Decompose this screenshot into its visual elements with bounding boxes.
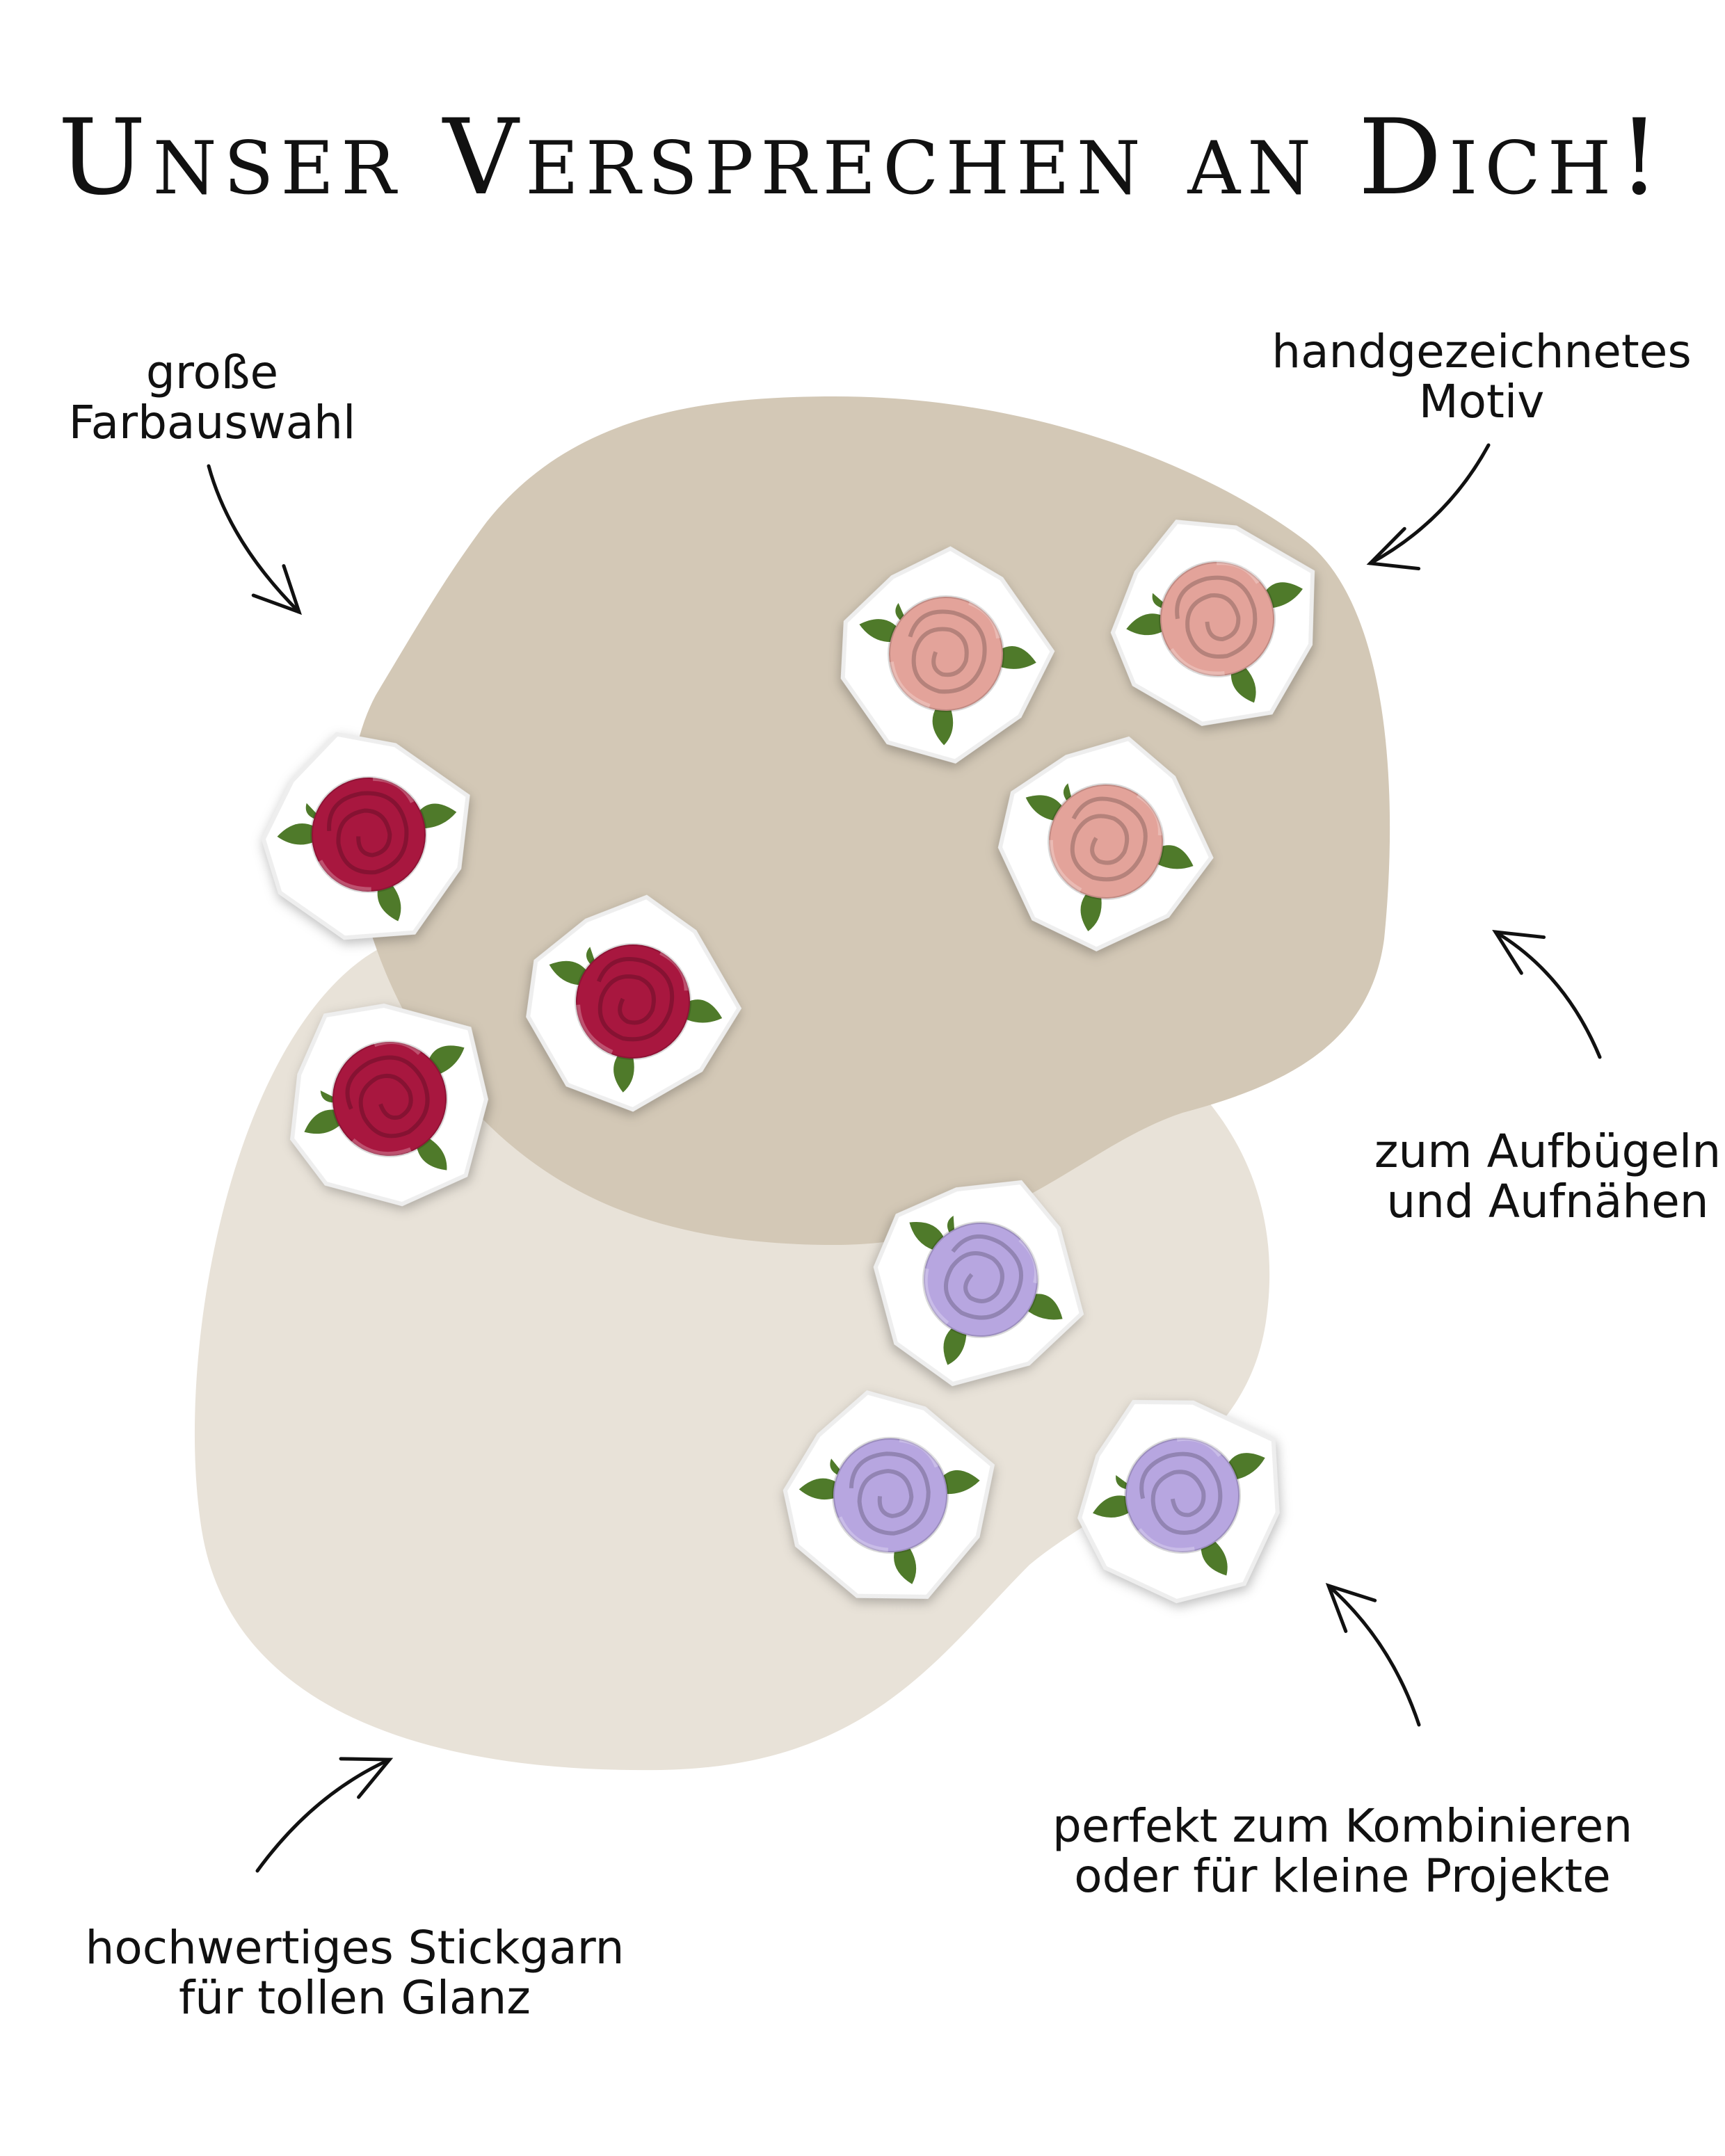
rose-patch — [783, 1390, 995, 1599]
rose-patch — [997, 736, 1214, 951]
rose-patch — [526, 894, 742, 1112]
feature-line: und Aufnähen — [1386, 1175, 1709, 1228]
arrowhead-icon — [339, 1757, 394, 1799]
feature-color-choice: große Farbauswahl — [69, 348, 356, 448]
feature-line: Farbauswahl — [68, 396, 356, 449]
arrow-line — [207, 464, 301, 614]
arrowhead-icon — [1366, 526, 1421, 571]
feature-quality-thread: hochwertiges Stickgarn für tollen Glanz — [86, 1923, 625, 2023]
page-title: Unser Versprechen an Dich! — [58, 97, 1667, 218]
dark-background-blob — [350, 396, 1390, 1245]
rose-patch — [289, 1004, 489, 1207]
feature-line: Motiv — [1418, 375, 1545, 428]
arrowhead-icon — [251, 564, 303, 616]
arrows — [207, 443, 1602, 1873]
arrow-line — [1493, 930, 1602, 1059]
arrowhead-icon — [1325, 1583, 1377, 1633]
feature-line: für tollen Glanz — [179, 1971, 531, 2025]
arrow-line — [1326, 1584, 1421, 1727]
feature-line: große — [145, 346, 279, 399]
arrow-line — [1368, 443, 1491, 565]
feature-line: perfekt zum Kombinieren — [1052, 1799, 1633, 1853]
arrow-line — [255, 1757, 392, 1873]
rose-patch — [840, 546, 1055, 764]
rose-patch — [1110, 520, 1315, 726]
rose-patch — [1077, 1399, 1280, 1604]
arrowhead-icon — [1492, 929, 1546, 975]
feature-line: hochwertiges Stickgarn — [85, 1921, 625, 1974]
rose-patch — [873, 1180, 1084, 1387]
feature-line: handgezeichnetes — [1271, 325, 1692, 378]
feature-combine: perfekt zum Kombinieren oder für kleine … — [1052, 1801, 1632, 1901]
feature-line: zum Aufbügeln — [1374, 1125, 1722, 1178]
feature-hand-drawn: handgezeichnetes Motiv — [1271, 327, 1692, 427]
rose-patch — [261, 732, 470, 940]
feature-line: oder für kleine Projekte — [1074, 1849, 1611, 1903]
feature-iron-sew: zum Aufbügeln und Aufnähen — [1374, 1127, 1721, 1227]
